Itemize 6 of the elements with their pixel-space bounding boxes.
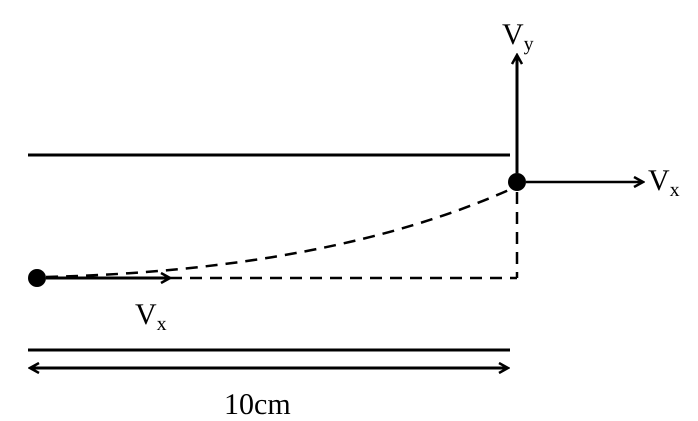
velocity-label: V$_{x}$: [135, 300, 167, 334]
dimension-label: 10cm: [224, 390, 291, 420]
particle-dot: [28, 269, 46, 287]
velocity-label: V$_{y}$: [502, 20, 534, 54]
particle-dot: [508, 173, 526, 191]
velocity-label: V$_{x}$: [648, 166, 680, 200]
